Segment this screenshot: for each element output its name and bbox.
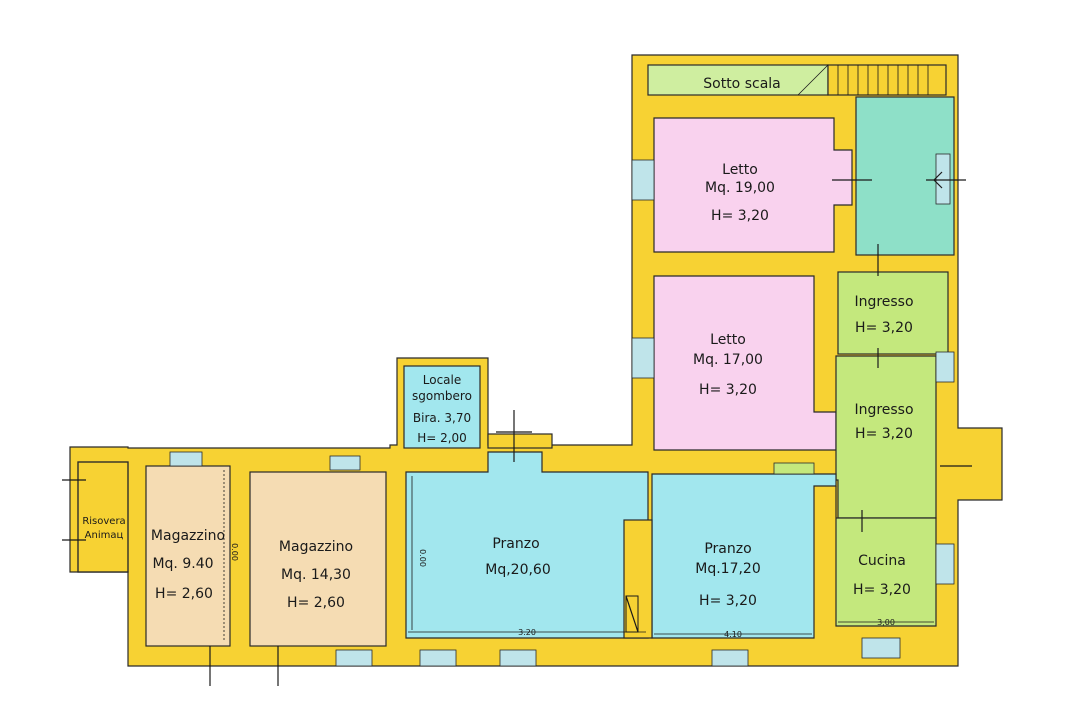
label-pranzo-1-name: Pranzo	[492, 536, 539, 552]
label-ingresso-1-name: Ingresso	[854, 294, 913, 310]
label-ricovero-line2: Animaц	[85, 530, 124, 541]
room-magazzino-1	[145, 465, 231, 647]
label-pranzo-2-name: Pranzo	[704, 541, 751, 557]
rooms	[77, 64, 955, 647]
window-cucina-bottom	[861, 637, 901, 659]
dim-pranzo-1-height: 0.00	[418, 549, 427, 567]
window-magazzino-1	[169, 451, 203, 467]
stub-wall	[487, 433, 553, 449]
label-pranzo-2-height: H= 3,20	[699, 593, 757, 609]
stair-treads	[797, 64, 929, 96]
room-sotto-scala	[647, 64, 829, 96]
label-sgombero-line2: sgombero	[412, 389, 472, 403]
dim-magazzino-1-height: 0.00	[230, 543, 239, 561]
ricovero-outline	[77, 461, 129, 573]
label-ingresso-2-name: Ingresso	[854, 402, 913, 418]
room-locale-sgombero	[403, 365, 481, 449]
label-letto-2-area: Mq. 17,00	[693, 352, 763, 368]
label-magazzino-1-area: Mq. 9.40	[152, 556, 213, 572]
window-cucina-side	[935, 543, 955, 585]
pranzo-niche	[773, 462, 815, 475]
label-ricovero-line1: Risovera	[82, 516, 125, 527]
room-letto-1	[653, 117, 853, 253]
label-cucina-name: Cucina	[858, 553, 906, 569]
label-magazzino-2-height: H= 2,60	[287, 595, 345, 611]
room-pranzo-1	[405, 451, 649, 639]
ingresso-window	[935, 351, 955, 383]
pranzo-divider	[623, 519, 653, 639]
label-letto-2-height: H= 3,20	[699, 382, 757, 398]
label-magazzino-2-area: Mq. 14,30	[281, 567, 351, 583]
window-magazzino-2	[329, 455, 361, 471]
label-letto-1-height: H= 3,20	[711, 208, 769, 224]
room-magazzino-2	[249, 471, 387, 647]
window-pranzo-1-b	[499, 649, 537, 667]
room-ingresso-1	[837, 271, 949, 355]
label-cucina-height: H= 3,20	[853, 582, 911, 598]
label-magazzino-1-height: H= 2,60	[155, 586, 213, 602]
label-magazzino-2-name: Magazzino	[279, 539, 353, 555]
room-labels: Sotto scala Letto Mq. 19,00 H= 3,20 Lett…	[82, 76, 913, 611]
dimension-lines: 3.20 4.10 3,00 0.00 0.00	[223, 470, 934, 642]
label-ingresso-2-height: H= 3,20	[855, 426, 913, 442]
label-magazzino-1-name: Magazzino	[151, 528, 225, 544]
dim-pranzo-2-width: 4.10	[724, 630, 742, 639]
window-magazzino-2-bottom	[335, 649, 373, 667]
dim-pranzo-1-width: 3.20	[518, 628, 536, 637]
dim-cucina-width: 3,00	[877, 618, 895, 627]
stair-window	[935, 153, 951, 205]
label-letto-1-area: Mq. 19,00	[705, 180, 775, 196]
window-letto-1	[631, 159, 655, 201]
room-ingresso-2	[835, 355, 937, 519]
window-letto-2	[631, 337, 655, 379]
windows	[169, 159, 955, 667]
window-pranzo-1-a	[419, 649, 457, 667]
label-pranzo-1-area: Mq,20,60	[485, 562, 551, 578]
label-ingresso-1-height: H= 3,20	[855, 320, 913, 336]
label-pranzo-2-area: Mq.17,20	[695, 561, 761, 577]
label-sotto-scala: Sotto scala	[703, 76, 781, 92]
label-sgombero-height: H= 2,00	[417, 431, 467, 445]
door-marks	[62, 171, 972, 686]
label-sgombero-line1: Locale	[423, 373, 461, 387]
label-sgombero-area: Bira. 3,70	[413, 411, 471, 425]
label-letto-2-name: Letto	[710, 332, 746, 348]
window-pranzo-2	[711, 649, 749, 667]
label-letto-1-name: Letto	[722, 162, 758, 178]
